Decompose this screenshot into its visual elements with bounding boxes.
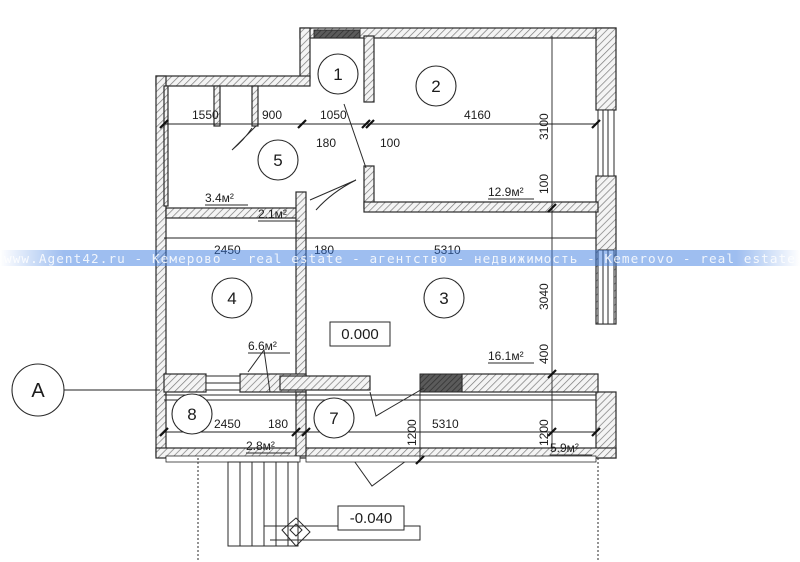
room-number-1: 1 (333, 65, 342, 84)
dim-5310-lower: 5310 (432, 417, 459, 431)
area-room-7: 5.9м² (550, 441, 579, 455)
ventilation-shaft-middle (419, 373, 463, 393)
dim-100-right: 100 (537, 174, 551, 194)
area-room-4: 6.6м² (248, 339, 277, 353)
dim-1200-right: 1200 (537, 419, 551, 446)
window-right-upper (597, 109, 615, 177)
dim-3100: 3100 (537, 113, 551, 140)
room-numbers: 1 2 3 4 5 7 8 (171, 53, 465, 439)
area-room-5: 2.1м² (258, 207, 287, 221)
balcony (164, 394, 597, 463)
area-room-2: 12.9м² (488, 185, 524, 199)
dim-900: 900 (262, 108, 282, 122)
balcony-level: -0.040 (350, 510, 393, 527)
watermark-text: www.Agent42.ru - Кемерово - real estate … (4, 252, 796, 266)
area-room-8: 2.8м² (246, 439, 275, 453)
dim-400: 400 (537, 344, 551, 364)
axis-label: A (31, 380, 45, 402)
watermark: www.Agent42.ru - Кемерово - real estate … (0, 250, 800, 266)
dimension-lines (159, 36, 601, 465)
room-number-7: 7 (329, 409, 338, 428)
area-bath: 3.4м² (205, 191, 234, 205)
grid-axis-a: A (11, 363, 160, 417)
dim-1050: 1050 (320, 108, 347, 122)
dim-3040: 3040 (537, 283, 551, 310)
entrance-steps (197, 458, 599, 562)
room-number-3: 3 (439, 289, 448, 308)
dim-180-top: 180 (316, 136, 336, 150)
dim-1550: 1550 (192, 108, 219, 122)
interior-walls (163, 35, 599, 457)
room-number-4: 4 (227, 289, 236, 308)
room-number-2: 2 (431, 77, 440, 96)
level-marks: 0.000 -0.040 (329, 321, 405, 531)
dim-180-lower: 180 (268, 417, 288, 431)
room-number-5: 5 (273, 151, 282, 170)
ventilation-shaft-top (313, 29, 361, 39)
floor-level: 0.000 (341, 326, 379, 343)
dim-100-top: 100 (380, 136, 400, 150)
dim-4160: 4160 (464, 108, 491, 122)
room-areas: 3.4м² 2.1м² 12.9м² 6.6м² 16.1м² 2.8м² 5.… (205, 185, 592, 456)
room-number-8: 8 (187, 405, 196, 424)
area-room-3: 16.1м² (488, 349, 524, 363)
dim-2450-lower: 2450 (214, 417, 241, 431)
dim-1200-middle: 1200 (405, 419, 419, 446)
